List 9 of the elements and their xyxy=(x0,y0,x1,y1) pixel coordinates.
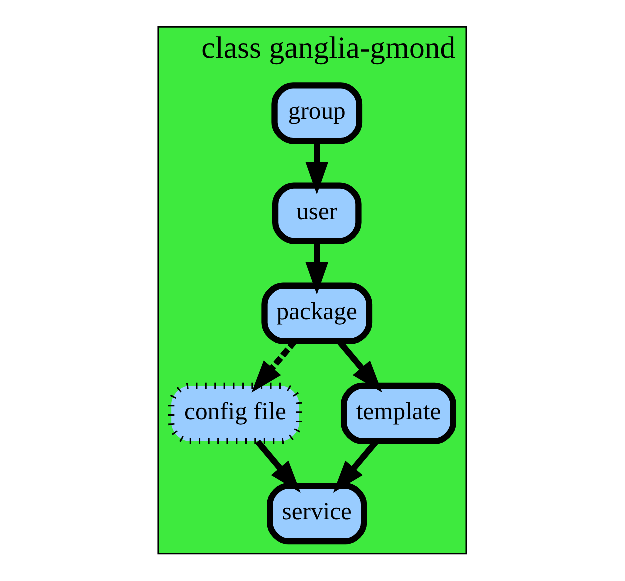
node-box: service xyxy=(267,483,368,545)
arrow xyxy=(306,242,328,295)
node-box: package xyxy=(262,282,373,344)
arrow xyxy=(306,141,328,195)
arrow xyxy=(255,440,301,493)
node-box: group xyxy=(272,82,363,144)
node-box: template xyxy=(341,382,456,445)
node-box: user xyxy=(272,182,362,244)
node-box: config file xyxy=(168,382,302,445)
